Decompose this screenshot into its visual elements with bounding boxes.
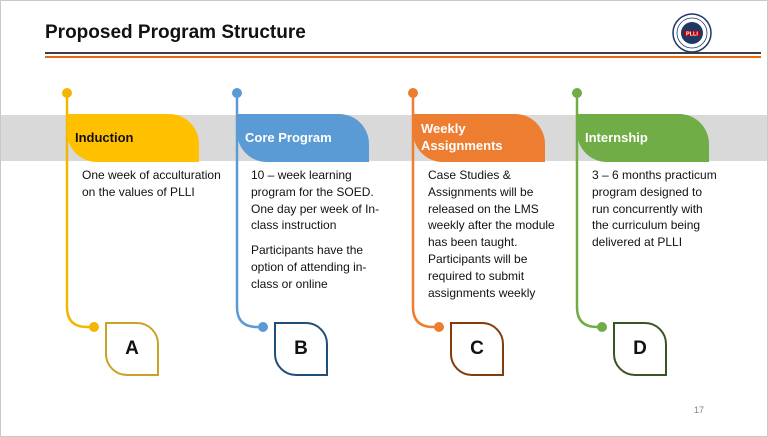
connector-line <box>65 93 94 329</box>
connector-dot <box>232 88 242 98</box>
page-number: 17 <box>694 405 705 415</box>
connector-dot <box>258 322 268 332</box>
stage-header-internship: Internship <box>577 114 709 162</box>
stage-letter-box-c: C <box>450 322 504 376</box>
connector-line <box>411 93 439 329</box>
connector-line <box>575 93 602 329</box>
stage-description-weekly-assignments: Case Studies & Assignments will be relea… <box>428 167 558 309</box>
stage-paragraph: One week of acculturation on the values … <box>82 168 221 199</box>
stage-paragraph: 3 – 6 months practicum program designed … <box>592 168 717 250</box>
stage-letter: B <box>294 338 308 359</box>
connector-dot <box>408 88 418 98</box>
connector-dot <box>434 322 444 332</box>
connector-dot <box>89 322 99 332</box>
stage-letter-box-a: A <box>105 322 159 376</box>
plli-logo-icon: PLLI <box>672 13 712 53</box>
connector-dot <box>597 322 607 332</box>
stage-header-label: Core Program <box>245 129 332 145</box>
stage-description-core-program: 10 – week learning program for the SOED.… <box>251 167 391 301</box>
stage-letter-box-b: B <box>274 322 328 376</box>
stage-header-weekly-assignments: Weekly Assignments <box>413 114 545 162</box>
stage-paragraph: Case Studies & Assignments will be relea… <box>428 168 555 300</box>
stage-paragraph: Participants have the option of attendin… <box>251 243 367 291</box>
stage-description-internship: 3 – 6 months practicum program designed … <box>592 167 722 259</box>
stage-header-induction: Induction <box>67 114 199 162</box>
stage-letter: C <box>470 338 484 359</box>
connector-dot <box>572 88 582 98</box>
stage-header-label: Weekly Assignments <box>421 121 503 153</box>
title-rule-dark <box>45 52 761 54</box>
stage-letter: D <box>633 338 647 359</box>
stage-letter: A <box>125 338 139 359</box>
stage-paragraph: 10 – week learning program for the SOED.… <box>251 168 380 233</box>
stage-header-label: Internship <box>585 129 648 145</box>
connector-dot <box>62 88 72 98</box>
stage-description-induction: One week of acculturation on the values … <box>82 167 222 209</box>
title-rule-orange <box>45 56 761 58</box>
connector-line <box>235 93 263 329</box>
stage-letter-box-d: D <box>613 322 667 376</box>
logo-text: PLLI <box>686 32 698 38</box>
slide-title: Proposed Program Structure <box>45 22 306 43</box>
stage-header-label: Induction <box>75 129 134 145</box>
stage-header-core-program: Core Program <box>237 114 369 162</box>
